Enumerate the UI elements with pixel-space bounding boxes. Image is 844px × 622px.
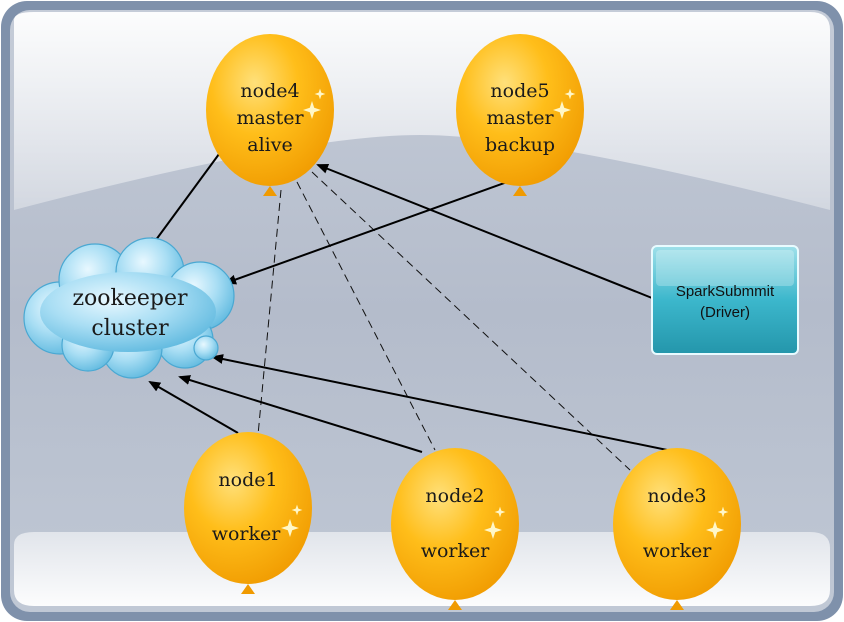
node4-label-line1: node4 bbox=[240, 80, 299, 102]
connectors bbox=[148, 149, 678, 471]
node2-label-line2: worker bbox=[421, 540, 491, 562]
node5-balloon: node5 master backup bbox=[456, 34, 584, 196]
node5-label-line2: master bbox=[486, 107, 554, 129]
top-gloss bbox=[14, 12, 830, 210]
zookeeper-cluster-cloud: zookeeper cluster bbox=[23, 237, 235, 379]
node3-label-line2: worker bbox=[643, 540, 713, 562]
arrow-node2-zookeeper bbox=[178, 375, 423, 453]
node2-label-line1: node2 bbox=[425, 485, 484, 507]
node4-label-line3: alive bbox=[247, 134, 292, 156]
driver-label-line1: SparkSubmmit bbox=[676, 283, 775, 300]
arrow-node5-zookeeper bbox=[224, 180, 511, 285]
arrow-driver-node4 bbox=[316, 164, 653, 299]
node4-balloon: node4 master alive bbox=[206, 34, 334, 196]
zookeeper-label-line1: zookeeper bbox=[72, 286, 188, 311]
node5-label-line1: node5 bbox=[490, 80, 549, 102]
zookeeper-label-line2: cluster bbox=[91, 316, 169, 341]
node1-label-line1: node1 bbox=[218, 469, 277, 491]
driver-label-line2: (Driver) bbox=[700, 304, 750, 321]
node5-label-line3: backup bbox=[485, 134, 555, 156]
node1-label-line2: worker bbox=[212, 523, 282, 545]
spark-submit-driver: SparkSubmmit (Driver) bbox=[651, 245, 799, 355]
arrow-node4-zookeeper bbox=[148, 149, 223, 250]
dashed-link-node4-node3 bbox=[311, 171, 631, 471]
dashed-link-node4-node1 bbox=[257, 189, 282, 436]
node4-label-line2: master bbox=[236, 107, 304, 129]
node3-balloon: node3 worker bbox=[613, 448, 741, 610]
arrow-node1-zookeeper bbox=[148, 380, 239, 434]
arrow-node3-zookeeper bbox=[211, 354, 678, 453]
node2-balloon: node2 worker bbox=[391, 448, 519, 610]
node3-label-line1: node3 bbox=[647, 485, 706, 507]
dashed-link-node4-node2 bbox=[296, 181, 436, 451]
node1-balloon: node1 worker bbox=[184, 432, 312, 594]
